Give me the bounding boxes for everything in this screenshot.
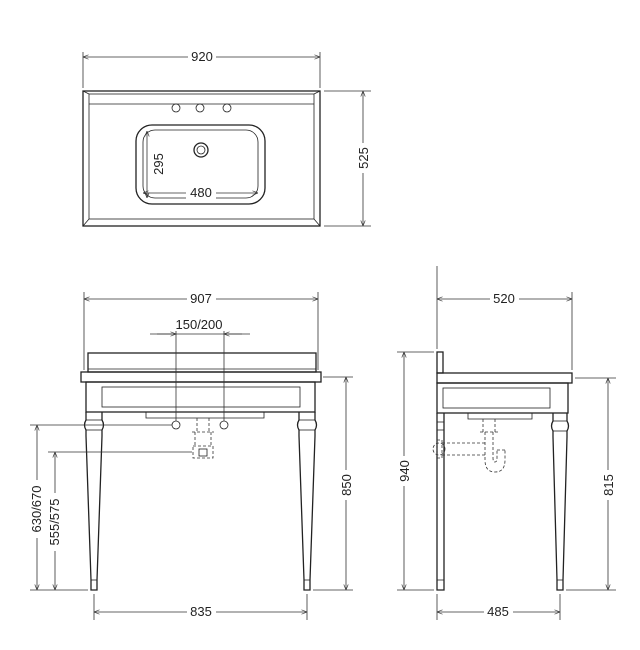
dim-basin-depth: 295 <box>151 153 166 175</box>
side-apron <box>436 382 569 414</box>
dim-waste-height-1: 630/670 <box>29 486 44 533</box>
dim-leg-span: 835 <box>190 604 212 619</box>
front-left-leg <box>83 412 105 591</box>
top-view: 920 525 295 480 <box>82 49 371 227</box>
side-bowl-underside <box>467 413 533 420</box>
dim-side-leg-depth: 485 <box>487 604 509 619</box>
tap-hole-left <box>171 103 181 113</box>
side-front-leg <box>550 413 570 591</box>
front-top-slab <box>80 371 322 383</box>
dim-side-height: 815 <box>601 474 616 496</box>
basin-top-outline <box>82 90 321 227</box>
dim-front-height: 850 <box>339 474 354 496</box>
tap-hole-right <box>222 103 232 113</box>
side-waste-trap <box>436 419 506 473</box>
dim-tap-spacing: 150/200 <box>176 317 223 332</box>
front-apron <box>85 381 316 413</box>
bowl-outline <box>135 124 266 205</box>
dim-side-depth: 520 <box>493 291 515 306</box>
side-top-slab <box>436 372 573 384</box>
dim-waste-height-2: 555/575 <box>47 499 62 546</box>
side-rear-leg <box>436 413 445 591</box>
basin-top-inner-outline <box>88 93 315 220</box>
dim-side-overall-height: 940 <box>397 460 412 482</box>
side-upstand <box>436 351 444 374</box>
tap-hole-center <box>195 103 205 113</box>
dim-basin-width: 480 <box>190 185 212 200</box>
dim-front-width: 907 <box>190 291 212 306</box>
dim-top-width: 920 <box>191 49 213 64</box>
drain-hole <box>193 142 209 158</box>
front-waste-trap <box>192 418 214 459</box>
front-bowl-underside <box>145 412 265 419</box>
side-view: 520 940 815 485 <box>397 266 616 620</box>
front-view: 907 150/200 835 850 630/670 555/575 <box>29 291 354 620</box>
dim-top-depth: 525 <box>356 147 371 169</box>
front-right-leg <box>296 412 318 591</box>
